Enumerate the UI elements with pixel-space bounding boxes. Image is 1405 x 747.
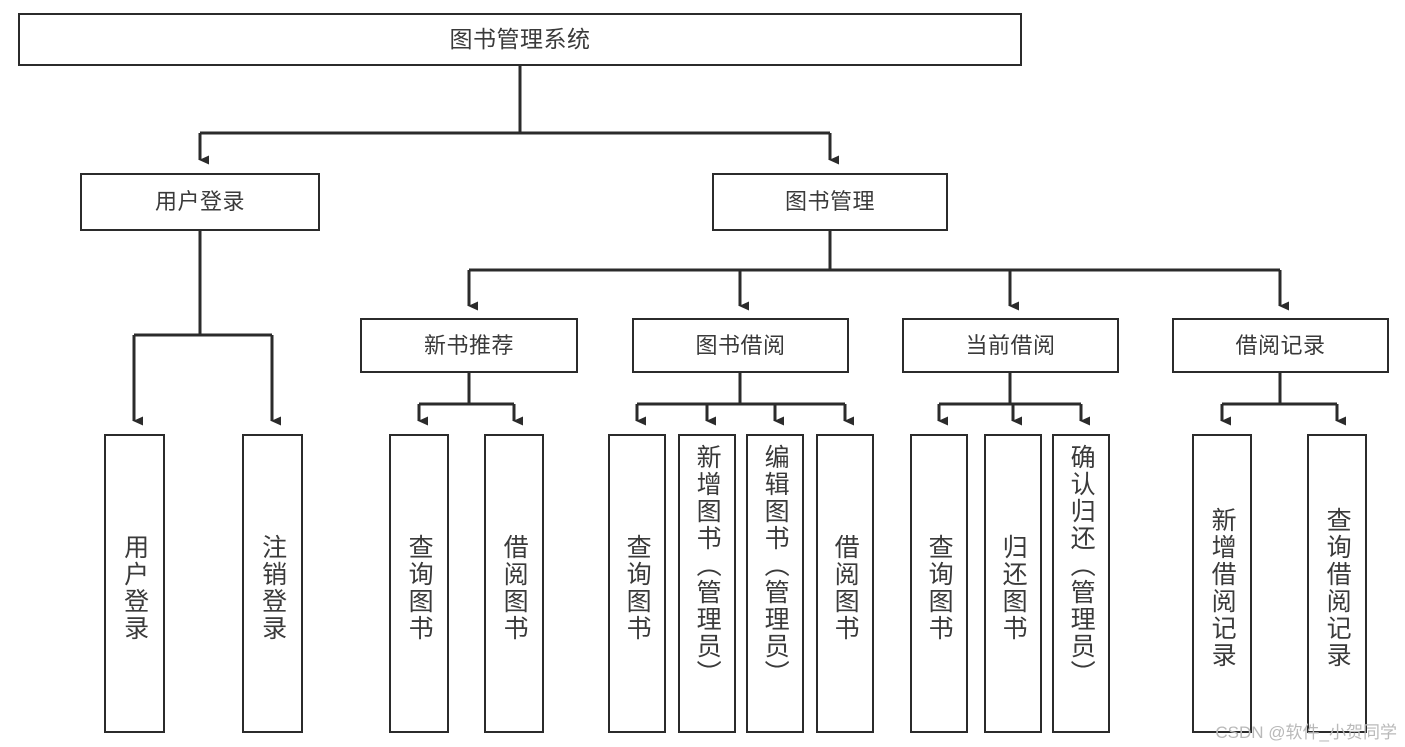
node-leaf-borrow-books-new[interactable]: 借阅图书: [484, 434, 544, 733]
node-leaf-borrow-books-new-label: 借阅图书: [500, 533, 529, 642]
node-leaf-user-login-label: 用户登录: [120, 533, 149, 642]
node-borrow-records[interactable]: 借阅记录: [1172, 318, 1389, 373]
node-leaf-return-books-label: 归还图书: [999, 533, 1028, 642]
node-user-login-label: 用户登录: [154, 189, 245, 215]
node-book-management[interactable]: 图书管理: [712, 173, 948, 231]
node-leaf-query-books-current[interactable]: 查询图书: [910, 434, 968, 733]
node-leaf-user-login[interactable]: 用户登录: [104, 434, 165, 733]
node-book-borrow[interactable]: 图书借阅: [632, 318, 849, 373]
node-root-label: 图书管理系统: [449, 25, 591, 52]
node-new-book-recommend-label: 新书推荐: [423, 332, 514, 358]
node-leaf-lend-books[interactable]: 借阅图书: [816, 434, 874, 733]
node-leaf-query-borrow-record[interactable]: 查询借阅记录: [1307, 434, 1367, 733]
node-current-borrow-label: 当前借阅: [965, 332, 1056, 358]
node-root[interactable]: 图书管理系统: [18, 13, 1022, 66]
node-leaf-query-books-borrow[interactable]: 查询图书: [608, 434, 666, 733]
node-leaf-query-books-borrow-label: 查询图书: [623, 533, 652, 642]
node-leaf-add-borrow-record[interactable]: 新增借阅记录: [1192, 434, 1252, 733]
node-new-book-recommend[interactable]: 新书推荐: [360, 318, 578, 373]
node-current-borrow[interactable]: 当前借阅: [902, 318, 1119, 373]
node-borrow-records-label: 借阅记录: [1235, 332, 1326, 358]
node-leaf-logout[interactable]: 注销登录: [242, 434, 303, 733]
node-leaf-confirm-return-admin[interactable]: 确认归还（管理员）: [1052, 434, 1110, 733]
node-leaf-return-books[interactable]: 归还图书: [984, 434, 1042, 733]
node-book-management-label: 图书管理: [784, 189, 875, 215]
node-leaf-add-borrow-record-label: 新增借阅记录: [1208, 506, 1237, 669]
node-leaf-add-book-admin-label: 新增图书（管理员）: [693, 444, 722, 687]
csdn-watermark: CSDN @软件_小贺同学: [1215, 723, 1397, 742]
node-leaf-query-books-new[interactable]: 查询图书: [389, 434, 449, 733]
node-leaf-edit-book-admin[interactable]: 编辑图书（管理员）: [746, 434, 804, 733]
node-leaf-query-borrow-record-label: 查询借阅记录: [1323, 506, 1352, 669]
node-leaf-add-book-admin[interactable]: 新增图书（管理员）: [678, 434, 736, 733]
node-leaf-query-books-new-label: 查询图书: [405, 533, 434, 642]
node-leaf-lend-books-label: 借阅图书: [831, 533, 860, 642]
node-leaf-query-books-current-label: 查询图书: [925, 533, 954, 642]
node-book-borrow-label: 图书借阅: [695, 332, 786, 358]
node-leaf-confirm-return-admin-label: 确认归还（管理员）: [1067, 444, 1096, 687]
node-leaf-logout-label: 注销登录: [258, 533, 287, 642]
node-leaf-edit-book-admin-label: 编辑图书（管理员）: [761, 444, 790, 687]
node-user-login[interactable]: 用户登录: [80, 173, 320, 231]
